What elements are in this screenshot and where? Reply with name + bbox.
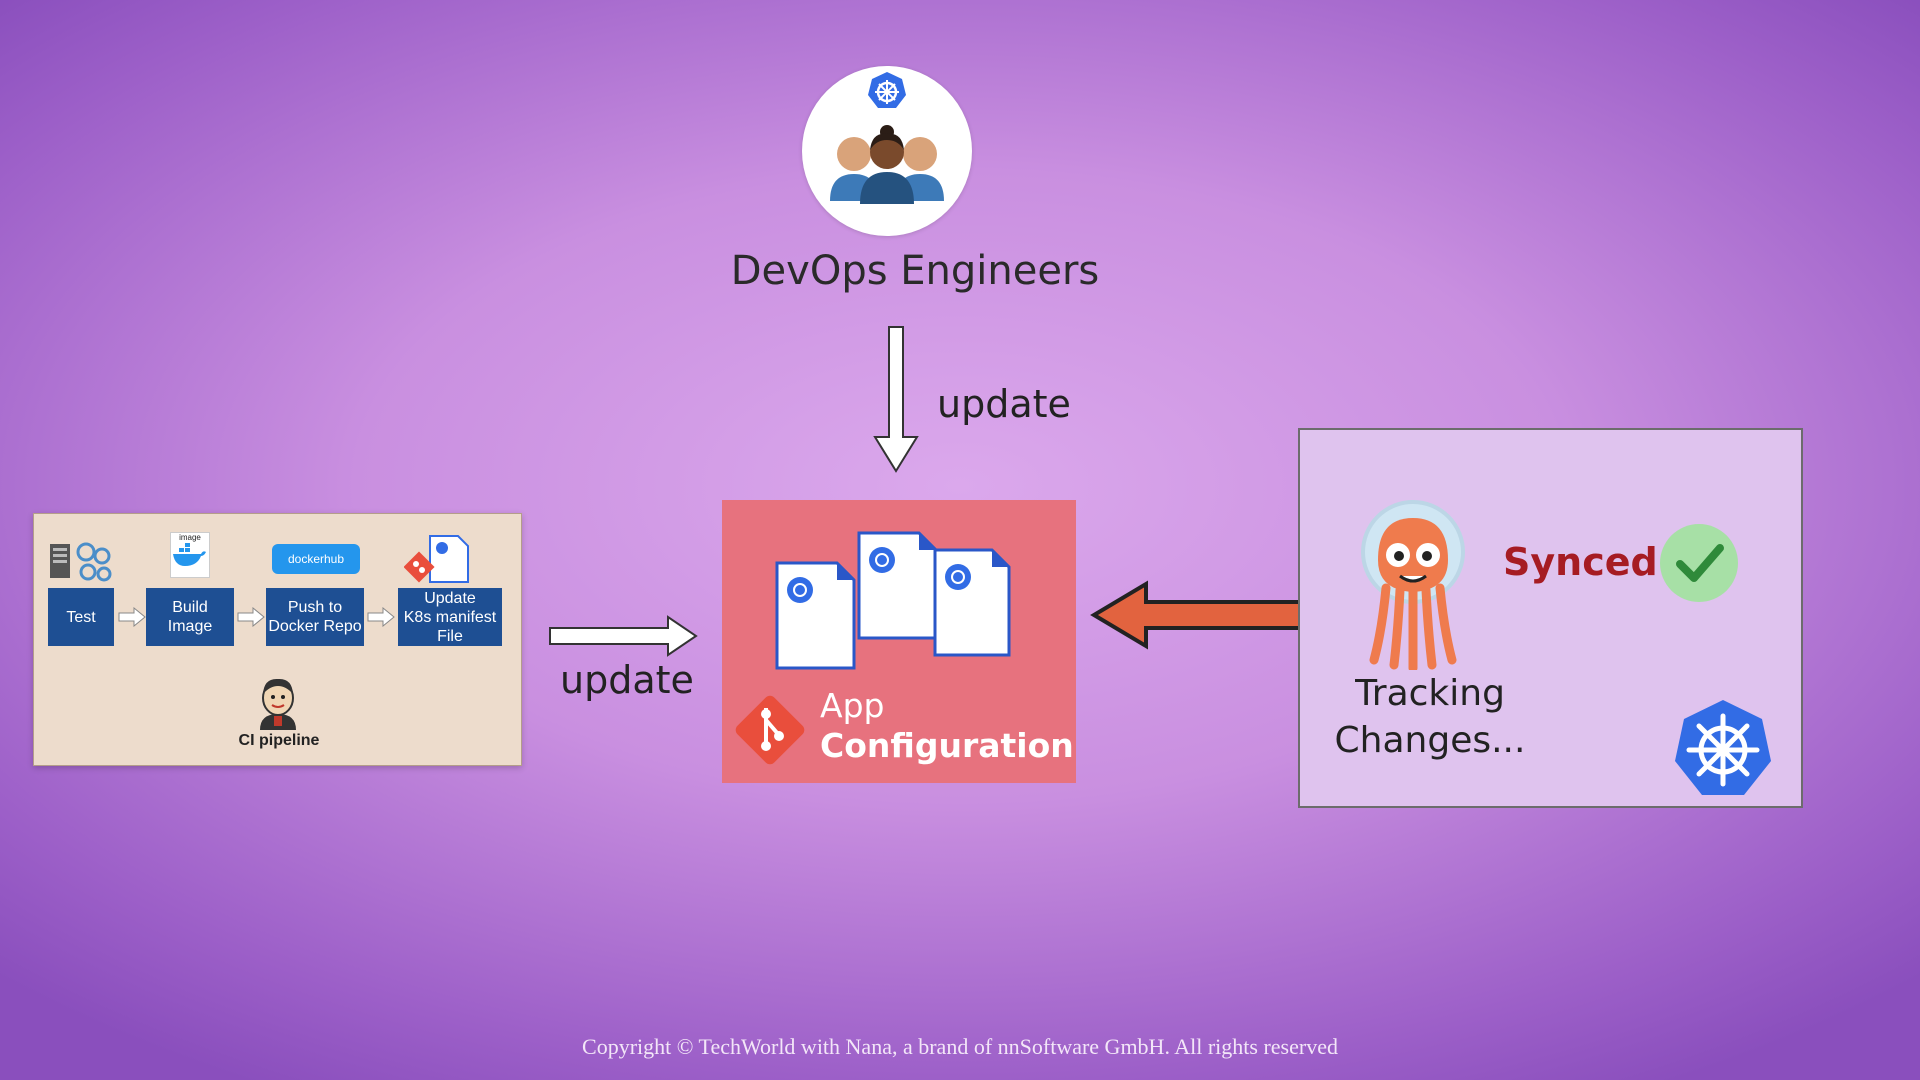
synced-status-label: Synced — [1503, 540, 1658, 584]
step-update-label-3: File — [437, 627, 463, 645]
right-arrow-icon — [549, 615, 698, 657]
update-label-top: update — [937, 382, 1071, 426]
kubernetes-logo-icon — [1675, 700, 1771, 795]
docker-image-icon: image — [170, 532, 210, 578]
ci-pipeline-label: CI pipeline — [238, 732, 320, 749]
tracking-label-line1: Tracking — [1355, 673, 1505, 714]
manifest-file-1 — [775, 561, 856, 670]
update-label-left: update — [560, 658, 694, 702]
kubernetes-manifest-files-icon — [775, 531, 1011, 670]
jenkins-icon — [260, 678, 296, 730]
devops-title: DevOps Engineers — [730, 248, 1100, 294]
app-config-label-app: App — [820, 686, 885, 725]
dockerhub-logo-icon: dockerhub — [272, 544, 360, 574]
right-arrow-icon — [367, 607, 395, 627]
team-with-kubernetes-icon — [830, 72, 944, 204]
app-config-label-configuration: Configuration — [820, 726, 1074, 765]
left-arrow-icon — [1090, 580, 1318, 650]
step-build-label-2: Image — [167, 618, 213, 635]
step-test: Test — [48, 588, 114, 646]
manifest-file-3 — [933, 548, 1011, 657]
step-push-label-2: Docker Repo — [268, 618, 362, 635]
argocd-octopus-icon — [1361, 500, 1465, 670]
step-update-label-1: Update — [424, 589, 476, 607]
argocd-panel: Synced Tracking Changes... — [1298, 428, 1803, 808]
right-arrow-icon — [118, 607, 146, 627]
copyright-footer: Copyright © TechWorld with Nana, a brand… — [582, 1034, 1338, 1059]
git-manifest-file-icon — [404, 535, 469, 583]
step-update-label-2: K8s manifest — [403, 608, 497, 626]
image-caption: image — [179, 533, 201, 542]
tracking-label-line2: Changes... — [1334, 720, 1526, 761]
git-icon — [735, 695, 805, 765]
manifest-file-2 — [857, 531, 938, 640]
tracking-changes-label: Tracking Changes... — [1330, 670, 1530, 764]
down-arrow-icon — [873, 326, 919, 473]
app-configuration-box: App Configuration — [722, 500, 1076, 783]
step-test-label: Test — [66, 608, 96, 626]
docker-whale-icon — [173, 543, 206, 566]
devops-avatar-circle — [802, 66, 972, 236]
check-circle-icon — [1660, 524, 1738, 602]
right-arrow-icon — [237, 607, 265, 627]
step-push-docker: Push to Docker Repo — [266, 588, 364, 646]
test-server-gears-icon — [50, 542, 112, 582]
dockerhub-logo-text: dockerhub — [287, 552, 345, 566]
step-build-label-1: Build — [172, 599, 208, 616]
step-push-label-1: Push to — [287, 599, 343, 616]
